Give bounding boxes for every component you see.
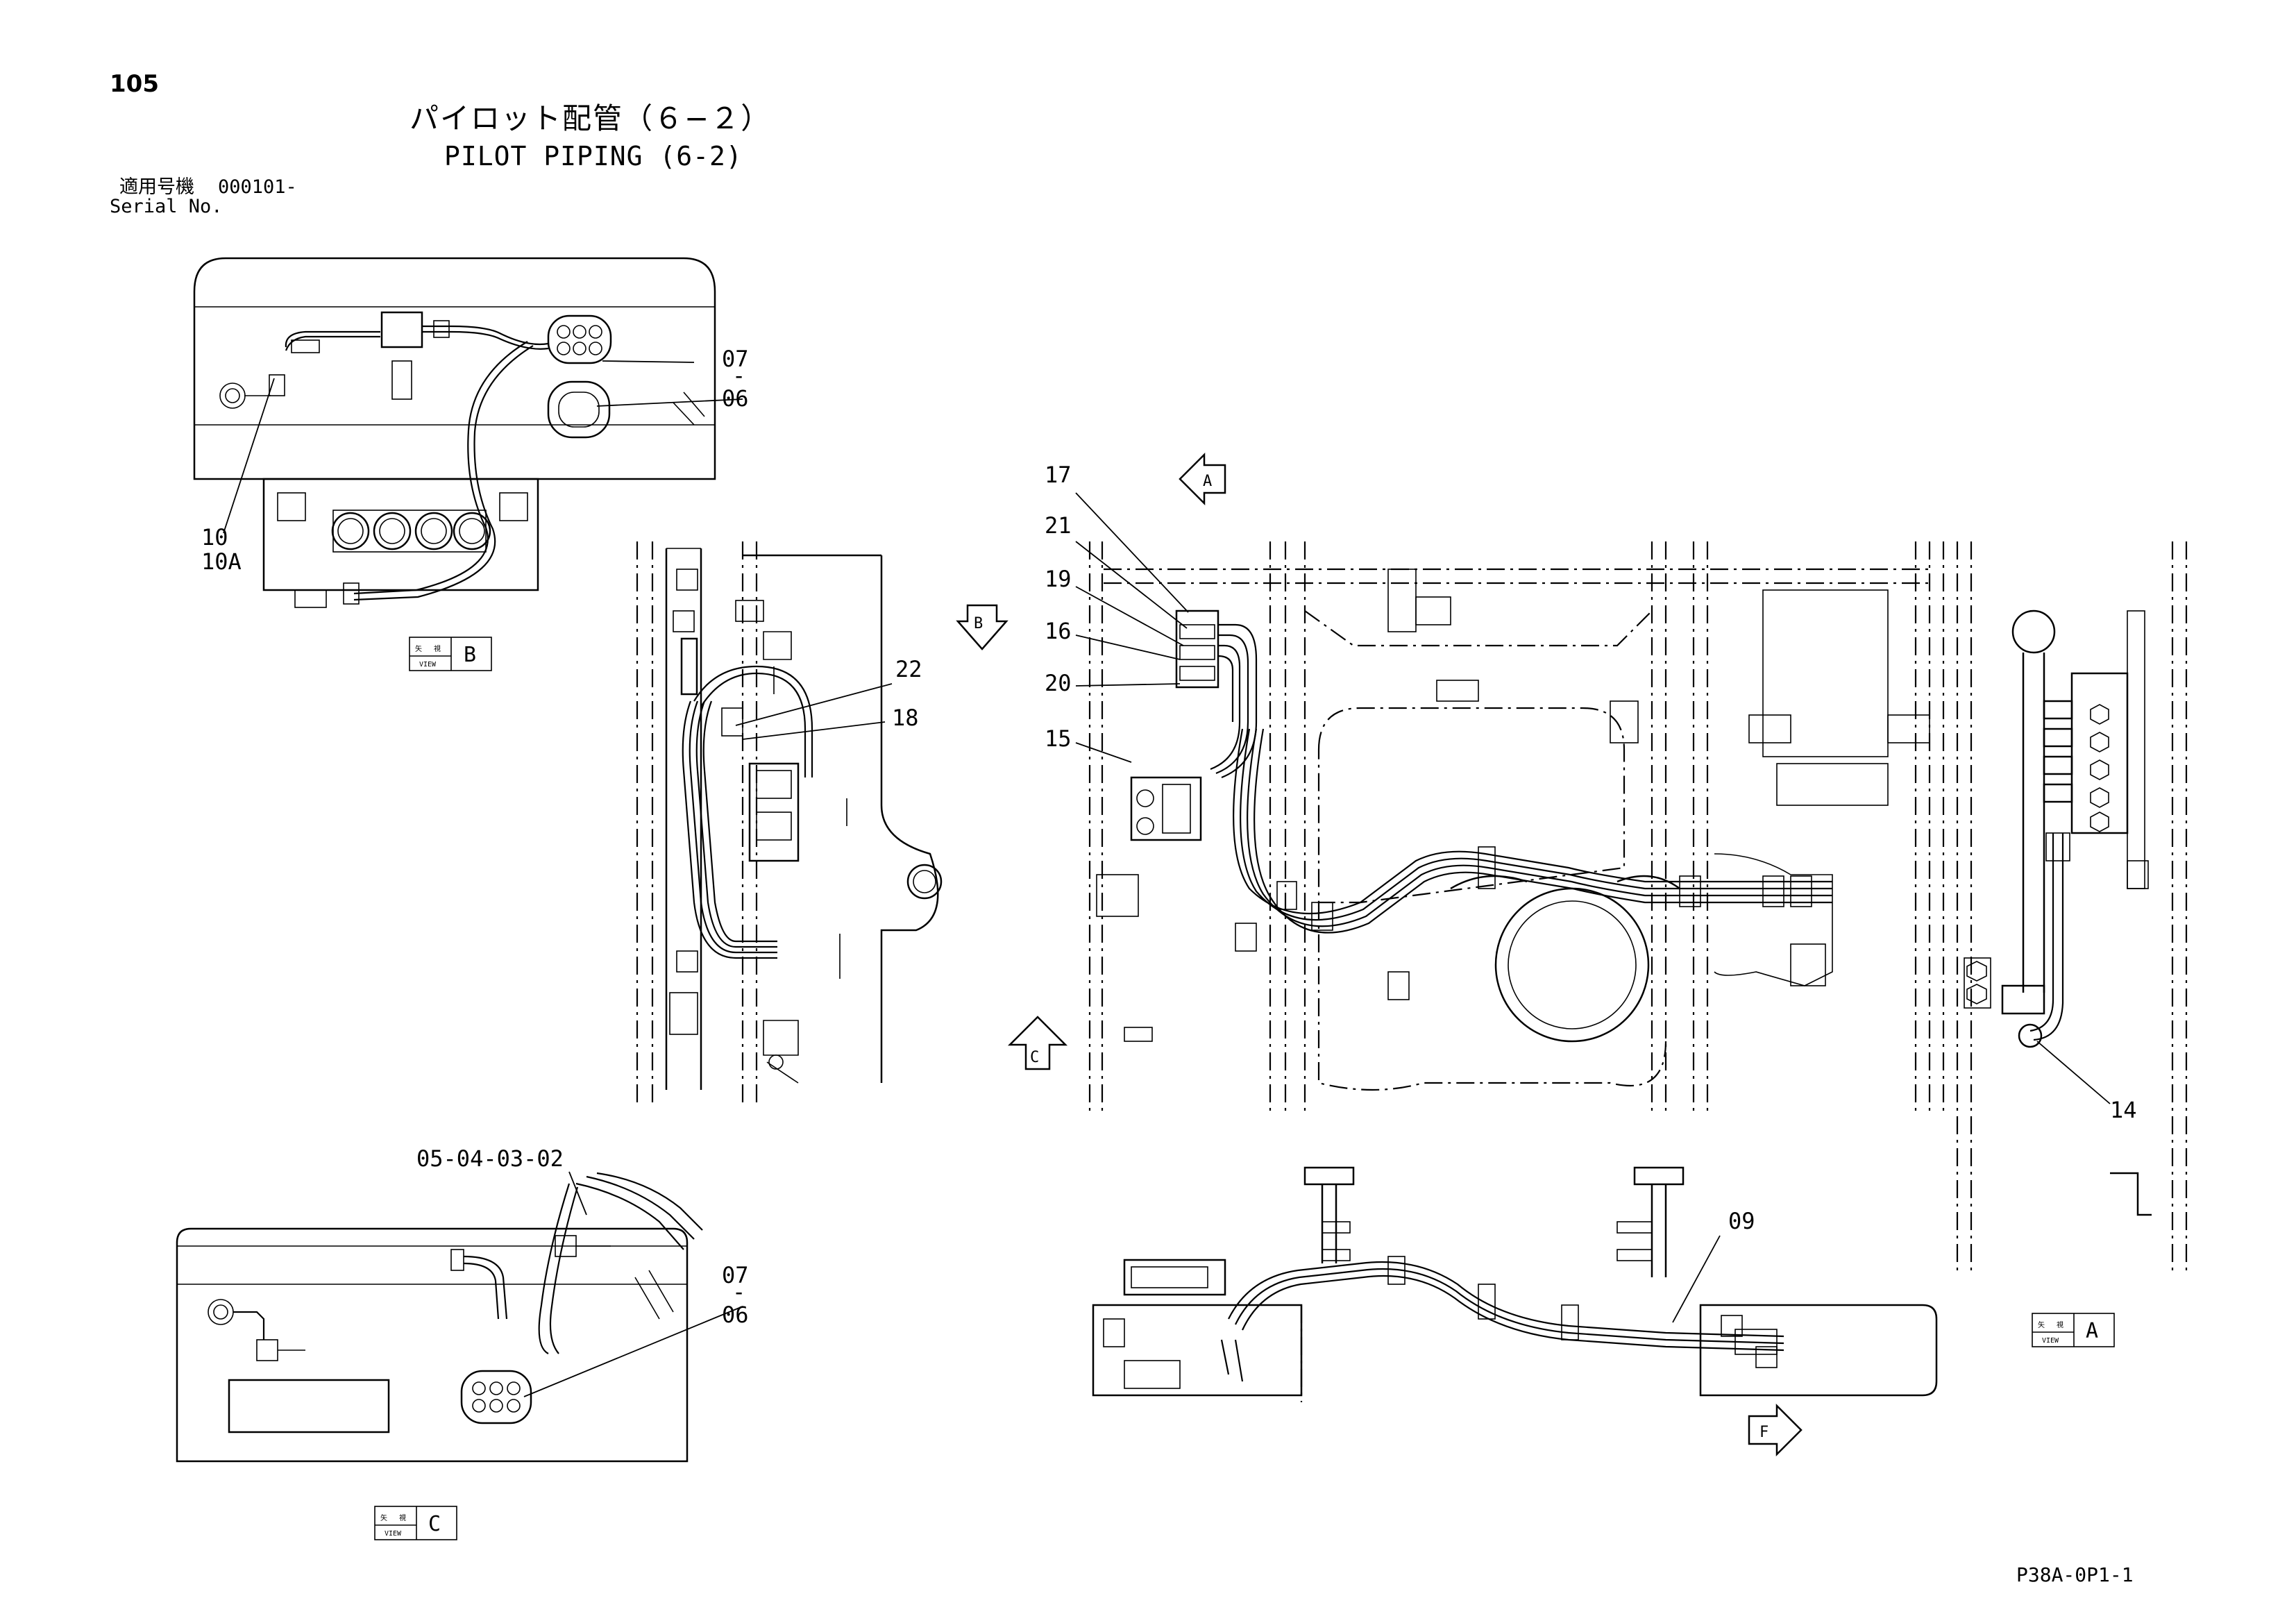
leader-22 xyxy=(735,683,893,726)
page-title-japanese: パイロット配管（６−２） xyxy=(410,101,772,135)
view-c-kanji-1: 矢 xyxy=(380,1513,387,1522)
callout-15: 15 xyxy=(1045,725,1072,752)
leader-19 xyxy=(1075,586,1184,646)
serial-number-value: 000101- xyxy=(218,176,297,198)
view-b-drawing xyxy=(193,257,716,608)
callout-10: 10 xyxy=(201,524,228,550)
serial-label-english: Serial No. xyxy=(110,196,223,217)
svg-text:F: F xyxy=(1759,1424,1769,1441)
callout-19: 19 xyxy=(1045,566,1072,592)
view-a-drawing xyxy=(1956,541,2188,1270)
view-c-drawing xyxy=(176,1172,703,1463)
view-b-letter: B xyxy=(464,643,476,667)
callout-09: 09 xyxy=(1728,1208,1755,1234)
leader-ref xyxy=(568,1171,587,1216)
leader-16 xyxy=(1075,634,1181,660)
callout-16: 16 xyxy=(1045,618,1072,644)
arrow-c: C xyxy=(1007,1016,1068,1070)
callout-dash-bot: - xyxy=(732,1279,745,1305)
page-title-english: PILOT PIPING (6-2) xyxy=(444,141,743,171)
leader-14 xyxy=(2036,1041,2111,1104)
arrow-a: A xyxy=(1179,452,1226,506)
leader-21 xyxy=(1075,541,1188,629)
callout-14: 14 xyxy=(2110,1097,2137,1123)
view-a-kanji-2: 視 xyxy=(2057,1320,2063,1329)
callout-18: 18 xyxy=(892,705,919,731)
view-a-kanji-1: 矢 xyxy=(2038,1320,2045,1329)
arrow-f: F xyxy=(1748,1403,1803,1457)
leader-06-top xyxy=(596,398,743,407)
view-b-word: VIEW xyxy=(419,661,437,668)
leader-09 xyxy=(1672,1235,1721,1323)
leader-07-top xyxy=(602,360,695,363)
main-plan-drawing xyxy=(1088,541,1945,1111)
view-c-letter: C xyxy=(428,1512,441,1536)
view-a-letter: A xyxy=(2086,1319,2098,1343)
view-c-kanji-2: 視 xyxy=(399,1513,406,1522)
svg-text:B: B xyxy=(974,615,983,632)
callout-dash-top: - xyxy=(732,362,745,389)
arrow-b: B xyxy=(956,604,1008,650)
lower-side-drawing xyxy=(1092,1166,1938,1402)
callout-06-bot: 06 xyxy=(722,1302,749,1328)
view-c-label: 矢 視 VIEW C xyxy=(374,1506,457,1540)
view-b-kanji-1: 矢 xyxy=(415,644,422,653)
page-number: 105 xyxy=(110,70,159,98)
callout-06-top: 06 xyxy=(722,385,749,412)
view-a-word: VIEW xyxy=(2042,1337,2059,1345)
callout-21: 21 xyxy=(1045,512,1072,539)
leader-10 xyxy=(223,378,275,534)
view-b-label: 矢 視 VIEW B xyxy=(409,637,492,671)
callout-07-bot: 07 xyxy=(722,1262,749,1288)
svg-text:A: A xyxy=(1203,473,1212,490)
callout-ref: 05-04-03-02 xyxy=(416,1145,564,1172)
leader-06-bot xyxy=(523,1306,743,1397)
side-frame-drawing xyxy=(636,541,943,1104)
callout-07-top: 07 xyxy=(722,346,749,372)
callout-20: 20 xyxy=(1045,670,1072,696)
callout-17: 17 xyxy=(1045,462,1072,488)
view-c-word: VIEW xyxy=(385,1530,402,1538)
leader-17 xyxy=(1075,492,1189,613)
drawing-number: P38A-0P1-1 xyxy=(2016,1563,2134,1586)
view-b-kanji-2: 視 xyxy=(434,644,441,653)
leader-18 xyxy=(742,721,886,740)
serial-label-japanese: 適用号機 xyxy=(119,176,194,198)
leader-20 xyxy=(1075,683,1181,687)
view-a-label: 矢 視 VIEW A xyxy=(2032,1313,2115,1347)
svg-text:C: C xyxy=(1030,1049,1039,1066)
callout-10a: 10A xyxy=(201,548,242,575)
leader-15 xyxy=(1075,742,1132,763)
callout-22: 22 xyxy=(895,656,922,682)
